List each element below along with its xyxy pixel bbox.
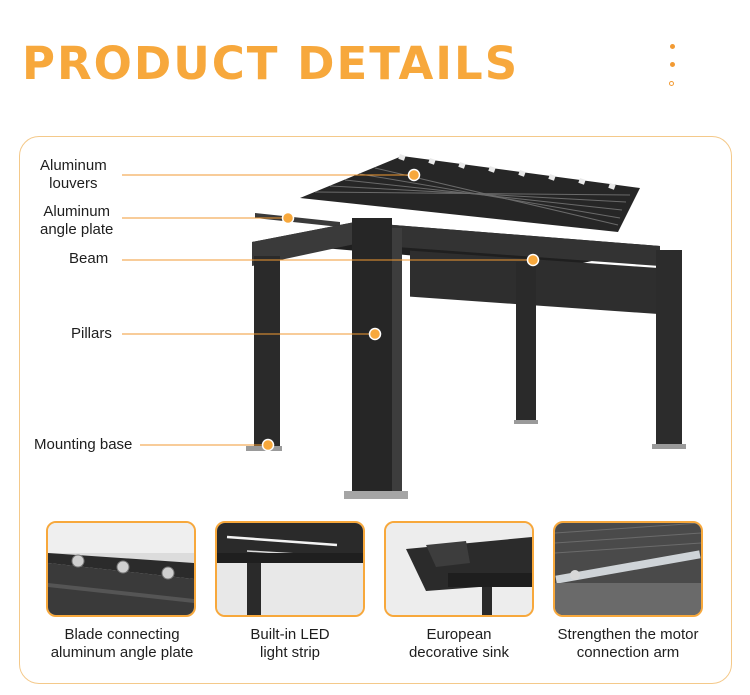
pillar-back-left [254,256,280,448]
caption-led-strip: Built-in LED light strip [250,626,330,661]
caption-decorative-sink: European decorative sink [408,626,510,661]
label-mounting-base: Mounting base [34,436,133,453]
beam-left [252,222,355,266]
pillar-back-right [516,262,536,422]
pergola-illustration [122,153,686,499]
louver-tips [398,153,616,190]
detail-image-led-strip [215,521,365,617]
detail-image-decorative-sink [384,521,534,617]
base-front-right [652,444,686,449]
product-frame [19,136,732,684]
label-aluminum-louvers: Aluminum louvers [40,157,107,192]
pillar-front [352,218,392,493]
label-aluminum-angle-plate: Aluminum angle plate [40,203,114,238]
dot-icon [670,44,675,49]
detail-image-motor-arm [553,521,703,617]
detail-image-angle-plate [46,521,196,617]
label-beam: Beam [69,250,109,267]
dot-icon [670,62,675,67]
pillar-front-right [656,250,682,446]
caption-motor-arm: Strengthen the motor connection arm [557,626,699,661]
base-front [344,491,408,499]
leader-lines [122,174,533,446]
page-title: PRODUCT DETAILS [22,37,520,90]
beam-front [355,222,660,266]
ring-dot-icon [669,81,674,86]
decorative-dots [668,40,678,92]
angle-plate-bar [255,213,340,227]
pillar-front-side [392,228,402,493]
label-pillars: Pillars [71,325,112,342]
callout-dots [261,168,540,452]
base-back-right [514,420,538,424]
caption-angle-plate: Blade connecting aluminum angle plate [50,626,194,661]
